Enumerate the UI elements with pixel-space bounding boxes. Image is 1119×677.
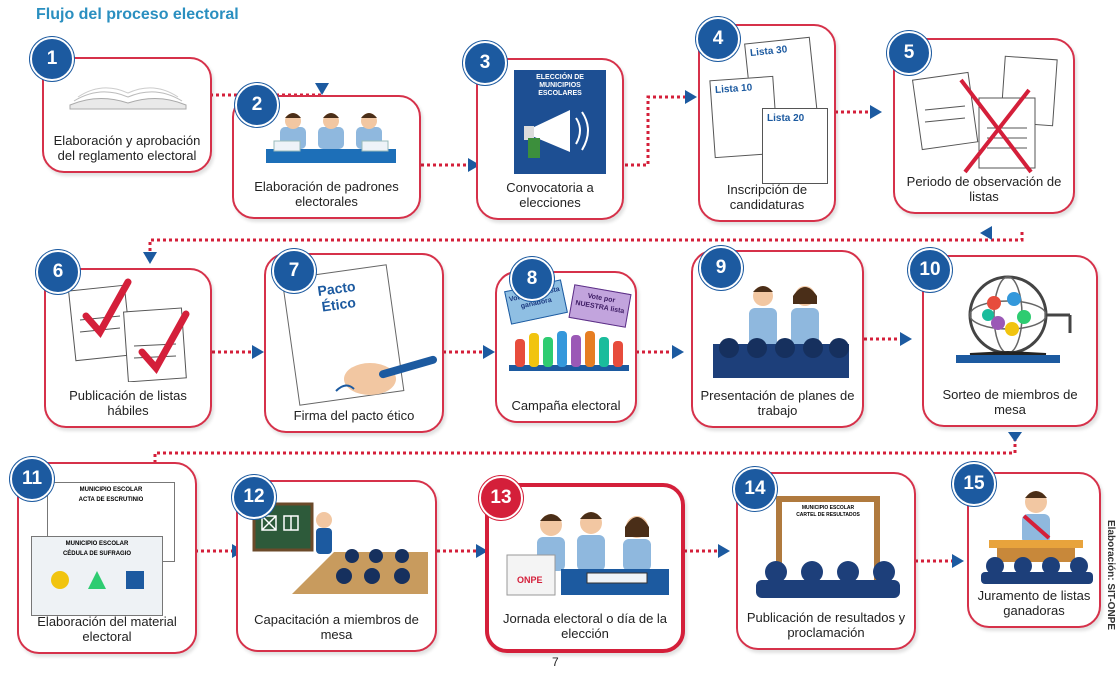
- swearing-in-icon: [981, 491, 1093, 584]
- step-6: Publicación de listas hábiles: [44, 268, 212, 428]
- arrow-head: [900, 332, 912, 346]
- arrow-head: [143, 252, 157, 264]
- campaign-sign: Vote por NUESTRA lista: [568, 284, 632, 328]
- results-board: MUNICIPIO ESCOLAR CARTEL DE RESULTADOS: [776, 496, 880, 592]
- voting-table-icon: ONPE: [506, 512, 669, 596]
- step-caption: Publicación de resultados y proclamación: [746, 610, 906, 640]
- presenters-audience-icon: [713, 286, 849, 378]
- officials-at-table-icon: [266, 113, 396, 163]
- step-caption: Juramento de listas ganadoras: [977, 588, 1091, 618]
- step-13: ONPE Jornada electoral o día de la elecc…: [485, 483, 685, 653]
- ballot-box-brand: ONPE: [517, 575, 543, 585]
- step-caption: Periodo de observación de listas: [906, 174, 1062, 204]
- step-caption: Elaboración y aprobación del reglamento …: [53, 133, 201, 163]
- document-header: MUNICIPIO ESCOLAR: [65, 541, 129, 547]
- step-caption: Capacitación a miembros de mesa: [254, 612, 419, 642]
- step-1: Elaboración y aprobación del reglamento …: [42, 57, 212, 173]
- ballot-document: MUNICIPIO ESCOLAR CÉDULA DE SUFRAGIO: [31, 536, 163, 616]
- step-12-number: 12: [232, 475, 276, 519]
- step-6-number: 6: [36, 250, 80, 294]
- step-12: Capacitación a miembros de mesa: [236, 480, 437, 652]
- step-10-number: 10: [908, 248, 952, 292]
- step-caption: Inscripción de candidaturas: [726, 182, 808, 212]
- document-title: CÉDULA DE SUFRAGIO: [62, 551, 132, 557]
- step-3-number: 3: [463, 41, 507, 85]
- megaphone-icon: [524, 110, 589, 158]
- arrow-head: [685, 90, 697, 104]
- page-title: Flujo del proceso electoral: [36, 6, 239, 23]
- audience-silhouettes-icon: [756, 561, 900, 598]
- results-header: MUNICIPIO ESCOLAR: [801, 505, 855, 511]
- list-label: Lista 20: [767, 113, 805, 124]
- signing-hand-icon: [335, 355, 437, 395]
- step-7-number: 7: [272, 249, 316, 293]
- step-caption: Publicación de listas hábiles: [69, 388, 187, 418]
- lottery-drum-icon: [956, 275, 1072, 363]
- arrow-head: [718, 544, 730, 558]
- step-9-number: 9: [699, 246, 743, 290]
- document-title: ACTA DE ESCRUTINIO: [78, 497, 144, 503]
- step-14: MUNICIPIO ESCOLAR CARTEL DE RESULTADOS P…: [736, 472, 916, 650]
- step-8-number: 8: [510, 257, 554, 301]
- election-poster: ELECCIÓN DE MUNICIPIOS ESCOLARES: [514, 70, 606, 174]
- step-caption: Elaboración de padrones electorales: [254, 179, 399, 209]
- step-10: Sorteo de miembros de mesa: [922, 255, 1098, 427]
- raised-hands-icon: [509, 331, 629, 371]
- page-number: 7: [552, 655, 559, 669]
- training-class-icon: [252, 502, 428, 594]
- step-caption: Sorteo de miembros de mesa: [942, 387, 1078, 417]
- step-caption: Presentación de planes de trabajo: [700, 388, 855, 418]
- arrow-head: [952, 554, 964, 568]
- book-icon: [69, 87, 187, 110]
- step-11-number: 11: [10, 457, 54, 501]
- poster-title: ELECCIÓN DE MUNICIPIOS ESCOLARES: [536, 74, 584, 97]
- results-title: CARTEL DE RESULTADOS: [796, 512, 860, 518]
- ballot-symbols-icon: [51, 571, 144, 589]
- step-13-number: 13: [479, 476, 523, 520]
- arrow-head: [315, 83, 329, 95]
- list-sheet: Lista 20: [762, 108, 828, 184]
- document-header: MUNICIPIO ESCOLAR: [79, 487, 143, 493]
- arrow-head: [252, 345, 264, 359]
- step-14-number: 14: [733, 467, 777, 511]
- step-9: Presentación de planes de trabajo: [691, 250, 864, 428]
- step-caption: Firma del pacto ético: [293, 408, 415, 423]
- arrow-head: [980, 226, 992, 240]
- step-1-number: 1: [30, 37, 74, 81]
- arrow-head: [483, 345, 495, 359]
- step-3: ELECCIÓN DE MUNICIPIOS ESCOLARES Convoca…: [476, 58, 624, 220]
- step-caption: Campaña electoral: [511, 398, 621, 413]
- arrow-head: [672, 345, 684, 359]
- step-5-number: 5: [887, 31, 931, 75]
- list-label: Lista 30: [749, 44, 788, 60]
- step-caption: Convocatoria a elecciones: [506, 180, 594, 210]
- approved-lists-icon: [68, 278, 190, 382]
- crossed-lists-icon: [911, 55, 1058, 174]
- arrow-head: [1008, 432, 1022, 442]
- arrow-head: [870, 105, 882, 119]
- step-caption: Jornada electoral o día de la elección: [502, 611, 668, 641]
- step-15-number: 15: [952, 462, 996, 506]
- image-credit: Elaboración: SIT-ONPE: [1105, 520, 1116, 631]
- list-label: Lista 10: [714, 82, 753, 96]
- step-caption: Elaboración del material electoral: [37, 614, 177, 644]
- step-4-number: 4: [696, 17, 740, 61]
- step-2-number: 2: [235, 83, 279, 127]
